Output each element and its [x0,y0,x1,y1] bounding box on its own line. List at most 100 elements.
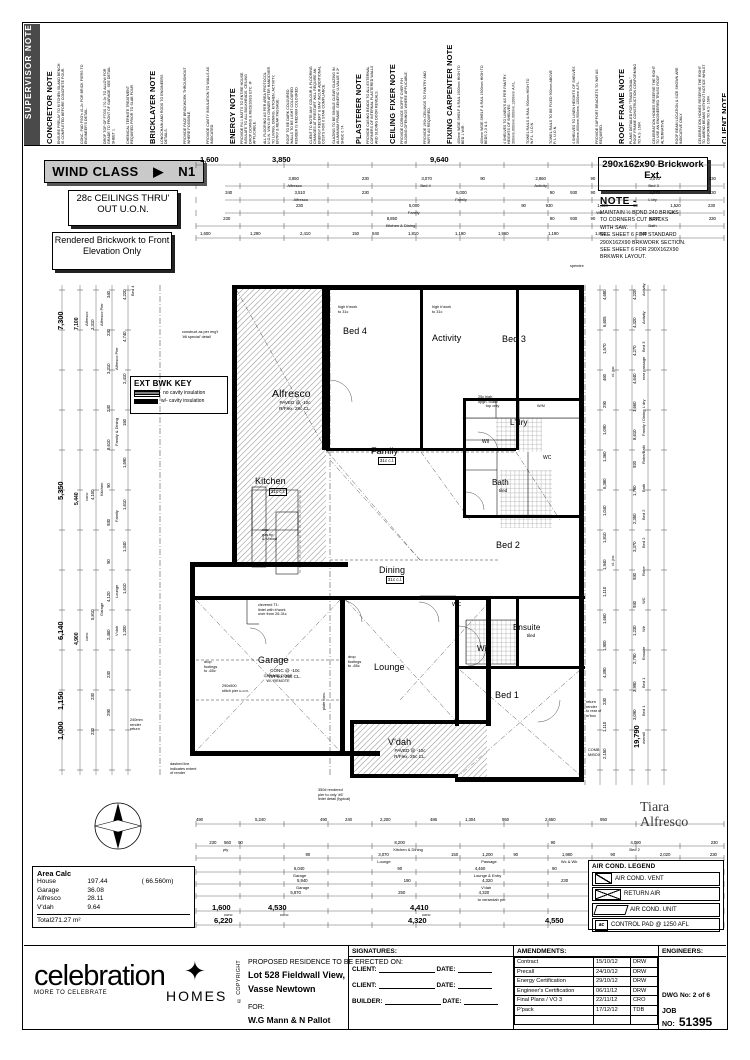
dimension-text: 1,900 [602,640,607,652]
dimension-label: L'dry [641,399,646,408]
signature-row[interactable]: BUILDER:DATE: [349,998,513,1005]
dimension-text: 930 [570,190,578,195]
signature-date-line[interactable] [457,972,492,973]
room-label-alfresco: Alfresco [272,388,311,400]
dimension-text: 90 [106,483,111,488]
dimension-text: 250 [398,890,406,895]
dimension-text: 3,310 [106,363,111,375]
dimension-text: 6,040 [293,866,305,871]
dimension-text: 1,460 [597,203,608,208]
aircond-legend-label: CONTROL PAD @ 1250 AFL [611,922,689,928]
dimension-text: 230 [106,328,111,336]
room-label-bath: Bath [492,478,509,487]
dimension-text: 6,220 [214,916,233,925]
amendment-desc: Final Plans / VO 3 [514,995,594,1006]
annotation-plate-conc: plate conc. [322,691,326,710]
dimension-label: overall [641,732,646,744]
aircond-legend-label: AIR COND. UNIT [630,906,677,913]
suburb: Vasse Newtown [248,983,316,994]
dimension-label: Bed 1 [641,705,646,716]
room-sub-family: 31c c.l. [377,457,397,465]
dimension-text: 2,650 [545,817,556,822]
dimension-text: 1,000 [56,721,65,740]
dimension-text: 2,350 [632,513,637,525]
dimension-text: 90 [590,190,596,195]
job-number-label: JOB NO: [662,1008,677,1028]
dimension-label: Bed 3 [641,341,646,352]
dimension-text: 4,220 [632,289,637,301]
dimension-label: Alfresco Pier [114,347,119,370]
dimension-label: Ensuite [641,646,646,660]
dimension-text: 3,370 [632,541,637,553]
signature-line[interactable] [378,972,435,973]
signature-line[interactable] [378,988,435,989]
room-label-ensuite: Ensuite [513,623,541,632]
amendment-row [514,1014,658,1026]
area-value: 36.08 [87,886,104,894]
signature-row[interactable]: CLIENT:DATE: [349,982,513,989]
dimension-text: 930 [632,600,637,608]
control-pad-icon: ac [595,919,608,931]
dimension-text: 8,610 [632,429,637,441]
air-cond-unit-icon [593,904,629,915]
area-value: 9.64 [87,903,101,911]
signature-line[interactable] [384,1004,441,1005]
amendment-desc: Contract [514,957,594,968]
dimension-text: 6,380 [602,478,607,490]
amendment-by: TDB [630,1004,658,1016]
dimension-text: 90 [610,852,616,857]
logo-homes: HOMES [166,988,228,1004]
annotation-top-only: top only [486,404,500,408]
dimension-label: Wil [596,210,602,215]
area-extra: ( 66.560m) [141,878,174,886]
dimension-text: 2,450 [106,629,111,641]
dimension-text: 230 [106,404,111,412]
signature-date-line[interactable] [457,988,492,989]
room-label-vdah: V'dah [388,737,412,747]
sheet-border [22,22,728,1030]
annotation-high-bwork-activity: high b'work to 31c [432,305,452,314]
dimension-text: 4,530 [268,903,287,912]
tiara-alfresco-label: Tiara Alfresco [640,800,689,831]
dimension-label: Garage [99,602,104,616]
amendment-by: DRW [630,985,658,997]
room-label-bed2: Bed 2 [496,540,521,550]
dimension-text: 4,390 [602,667,607,679]
amendment-by: CRO [630,995,658,1006]
dimension-text: 920 [632,460,637,468]
client-names: W.G Mann & N Pallot [248,1014,331,1025]
dimension-text: 290 [106,708,111,716]
signature-date-line[interactable] [463,1004,498,1005]
dimension-text: 90 [590,176,596,181]
amendment-by [630,1014,658,1026]
proposed-label: PROPOSED RESIDENCE TO BE ERECTED ON: [248,959,403,966]
dimension-text: 230 [561,878,569,883]
dimension-text: 230 [223,216,231,221]
dimension-text: 3,070 [649,216,660,221]
amendment-by: DRW [630,976,658,987]
amendment-desc: Precall [514,966,594,978]
dimension-label: Alfresco Pier [99,303,104,326]
dimension-text: 150 [451,852,459,857]
aircond-legend-title: AIR COND. LEGEND [592,863,656,870]
dimension-text: 2,410 [122,373,127,385]
amendment-date: 24/10/12 [593,966,631,978]
dimension-text: 950 [600,817,608,822]
signature-row[interactable]: CLIENT:DATE: [349,966,513,973]
room-label-family: Family [371,446,399,456]
dimension-text: 3,070 [649,190,660,195]
dimension-text: 930 [106,518,111,526]
dimension-text: 4,550 [545,916,564,925]
with-cavity-swatch-icon [134,398,158,404]
room-label-bed1: Bed 1 [495,690,520,700]
dimension-text: 5,240 [255,817,266,822]
aircond-legend-label: AIR COND. VENT [615,875,664,882]
brick-note-heading: NOTE - [600,196,637,207]
area-extra [142,895,190,903]
dimension-text: 490 [196,817,204,822]
